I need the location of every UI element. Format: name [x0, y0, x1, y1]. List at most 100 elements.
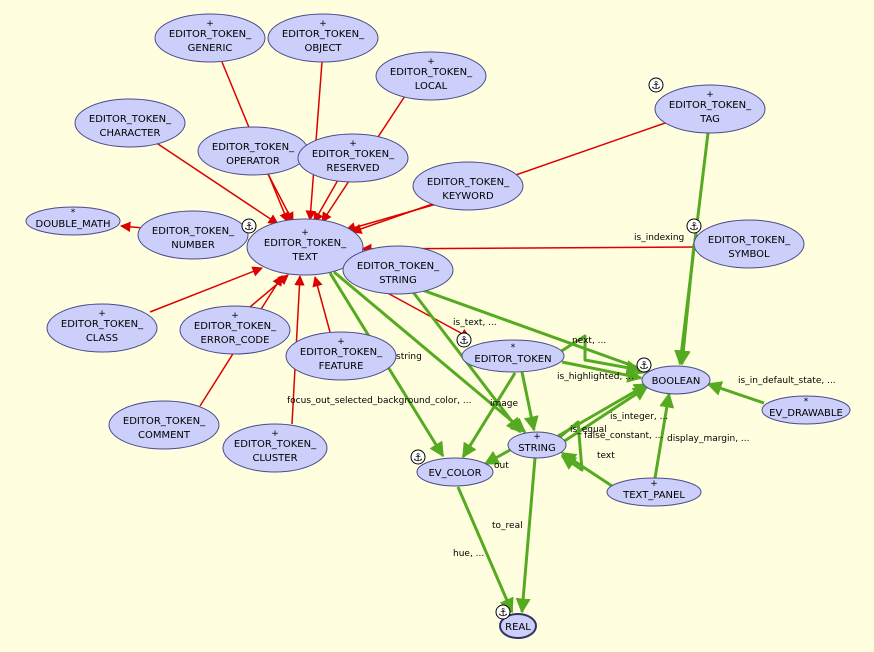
edge-label: is_equal	[570, 425, 607, 435]
node-label: EDITOR_TOKEN_	[89, 114, 172, 125]
class-node-double-math[interactable]: *DOUBLE_MATH	[25, 206, 121, 236]
class-node-editor-token[interactable]: *EDITOR_TOKEN⚓	[456, 332, 565, 373]
node-label: SYMBOL	[728, 249, 770, 260]
inheritance-edge-text-to-editor_token	[381, 289, 471, 339]
node-ellipse	[641, 365, 711, 395]
node-marker: +	[206, 19, 214, 29]
node-marker: +	[337, 337, 345, 347]
node-label: FEATURE	[319, 361, 364, 372]
nodes-layer: +EDITOR_TOKEN_GENERIC+EDITOR_TOKEN_OBJEC…	[25, 13, 851, 639]
class-node-cluster[interactable]: +EDITOR_TOKEN_CLUSTER	[222, 423, 328, 473]
node-ellipse	[416, 457, 494, 487]
client-edge-ev_drawable-to-boolean	[706, 381, 765, 405]
class-node-ev-drawable[interactable]: *EV_DRAWABLE	[761, 395, 851, 425]
inheritance-edge-feature-to-text	[312, 275, 331, 333]
class-node-ev-color[interactable]: EV_COLOR⚓	[410, 449, 494, 487]
anchor-icon: ⚓	[648, 77, 664, 93]
class-node-text-panel[interactable]: +TEXT_PANEL	[606, 477, 702, 507]
client-edge-editor_token-to-boolean	[559, 334, 642, 375]
edge-label: is_in_default_state, ...	[738, 376, 836, 386]
node-label: EDITOR_TOKEN_	[300, 347, 383, 358]
class-node-comment[interactable]: EDITOR_TOKEN_COMMENT	[108, 400, 220, 450]
node-ellipse	[461, 339, 565, 373]
edge-label: is_integer, ...	[610, 412, 668, 422]
node-marker: +	[231, 311, 239, 321]
node-ellipse	[297, 133, 409, 183]
node-label: RESERVED	[326, 163, 379, 174]
edge-label: out	[494, 461, 509, 471]
inheritance-edge-operator-to-text	[267, 173, 294, 223]
edge-label: focus_out_selected_background_color, ...	[287, 396, 471, 406]
class-node-text[interactable]: +EDITOR_TOKEN_TEXT	[246, 218, 364, 276]
class-node-string-tok[interactable]: EDITOR_TOKEN_ STRING	[342, 245, 454, 295]
edge-label: display_margin, ...	[667, 434, 750, 444]
anchor-icon: ⚓	[410, 449, 426, 465]
class-node-class[interactable]: +EDITOR_TOKEN_CLASS	[46, 303, 158, 353]
class-node-number[interactable]: EDITOR_TOKEN_NUMBER⚓	[137, 210, 257, 260]
class-node-object[interactable]: +EDITOR_TOKEN_OBJECT	[267, 13, 379, 63]
edge-label: is_highlighted, ...	[557, 372, 634, 382]
class-node-symbol[interactable]: EDITOR_TOKEN_SYMBOL⚓	[686, 218, 805, 269]
node-label: REAL	[505, 622, 531, 633]
node-ellipse	[342, 245, 454, 295]
class-node-tag[interactable]: +EDITOR_TOKEN_TAG⚓	[648, 77, 766, 134]
node-marker: +	[706, 90, 714, 100]
node-label: GENERIC	[188, 43, 233, 54]
edge-labels-layer: is_indexingfocus_out_selected_background…	[287, 233, 836, 559]
edge-label: string	[396, 352, 422, 362]
node-ellipse	[179, 305, 291, 355]
node-ellipse	[285, 331, 397, 381]
node-label: EDITOR_TOKEN_	[212, 142, 295, 153]
class-node-character[interactable]: EDITOR_TOKEN_CHARACTER	[74, 98, 186, 148]
node-ellipse	[46, 303, 158, 353]
node-ellipse	[693, 219, 805, 269]
node-ellipse	[25, 206, 121, 236]
edge-label: false_constant, ...	[584, 431, 663, 441]
node-label: EDITOR_TOKEN_	[123, 416, 206, 427]
edge-label: image	[490, 399, 518, 409]
node-ellipse	[246, 218, 364, 276]
node-ellipse	[761, 395, 851, 425]
node-label: EDITOR_TOKEN_	[708, 235, 791, 246]
client-edge-text_panel-to-boolean	[653, 392, 675, 479]
node-label: TAG	[699, 114, 720, 125]
class-node-local[interactable]: +EDITOR_TOKEN_LOCAL	[375, 51, 487, 101]
edge-label: text	[597, 451, 615, 461]
svg-text:⚓: ⚓	[651, 79, 661, 92]
node-ellipse	[375, 51, 487, 101]
client-edge-text_panel-to-string	[560, 451, 613, 488]
node-label: EDITOR_TOKEN_	[194, 321, 277, 332]
node-label: EDITOR_TOKEN_	[390, 67, 473, 78]
client-edge-ev_color-to-real	[456, 486, 514, 614]
class-node-error-code[interactable]: +EDITOR_TOKEN_ ERROR_CODE	[179, 305, 291, 355]
node-label: ERROR_CODE	[201, 335, 270, 346]
client-edge-editor_token-to-ev_color	[461, 372, 517, 459]
node-ellipse	[108, 400, 220, 450]
node-label: EDITOR_TOKEN_	[152, 226, 235, 237]
class-node-operator[interactable]: EDITOR_TOKEN_OPERATOR	[197, 126, 309, 176]
node-ellipse	[507, 431, 567, 459]
class-node-feature[interactable]: +EDITOR_TOKEN_ FEATURE	[285, 331, 397, 381]
inheritance-edge-error_code-to-text	[249, 274, 289, 308]
node-label: KEYWORD	[442, 191, 494, 202]
svg-text:⚓: ⚓	[244, 220, 254, 233]
node-label: EV_COLOR	[428, 468, 481, 479]
class-node-string[interactable]: +STRING	[507, 431, 567, 459]
node-label: EDITOR_TOKEN_	[282, 29, 365, 40]
class-node-real[interactable]: REAL ⚓	[495, 604, 537, 639]
class-node-generic[interactable]: +EDITOR_TOKEN_GENERIC	[154, 13, 266, 63]
anchor-icon: ⚓	[456, 332, 472, 348]
node-label: EDITOR_TOKEN_	[357, 261, 440, 272]
client-edge-symbol-to-boolean	[675, 243, 696, 366]
node-marker: +	[650, 479, 658, 489]
class-node-reserved[interactable]: +EDITOR_TOKEN_RESERVED	[297, 133, 409, 183]
class-node-keyword[interactable]: EDITOR_TOKEN_KEYWORD	[412, 161, 524, 211]
node-label: DOUBLE_MATH	[36, 219, 111, 230]
anchor-icon: ⚓	[495, 604, 511, 620]
node-label: STRING	[379, 275, 417, 286]
inheritance-edge-character-to-text	[154, 141, 279, 225]
node-label: EDITOR_TOKEN_	[61, 319, 144, 330]
class-node-boolean[interactable]: BOOLEAN⚓	[636, 357, 711, 395]
edge-label: hue, ...	[453, 549, 484, 559]
